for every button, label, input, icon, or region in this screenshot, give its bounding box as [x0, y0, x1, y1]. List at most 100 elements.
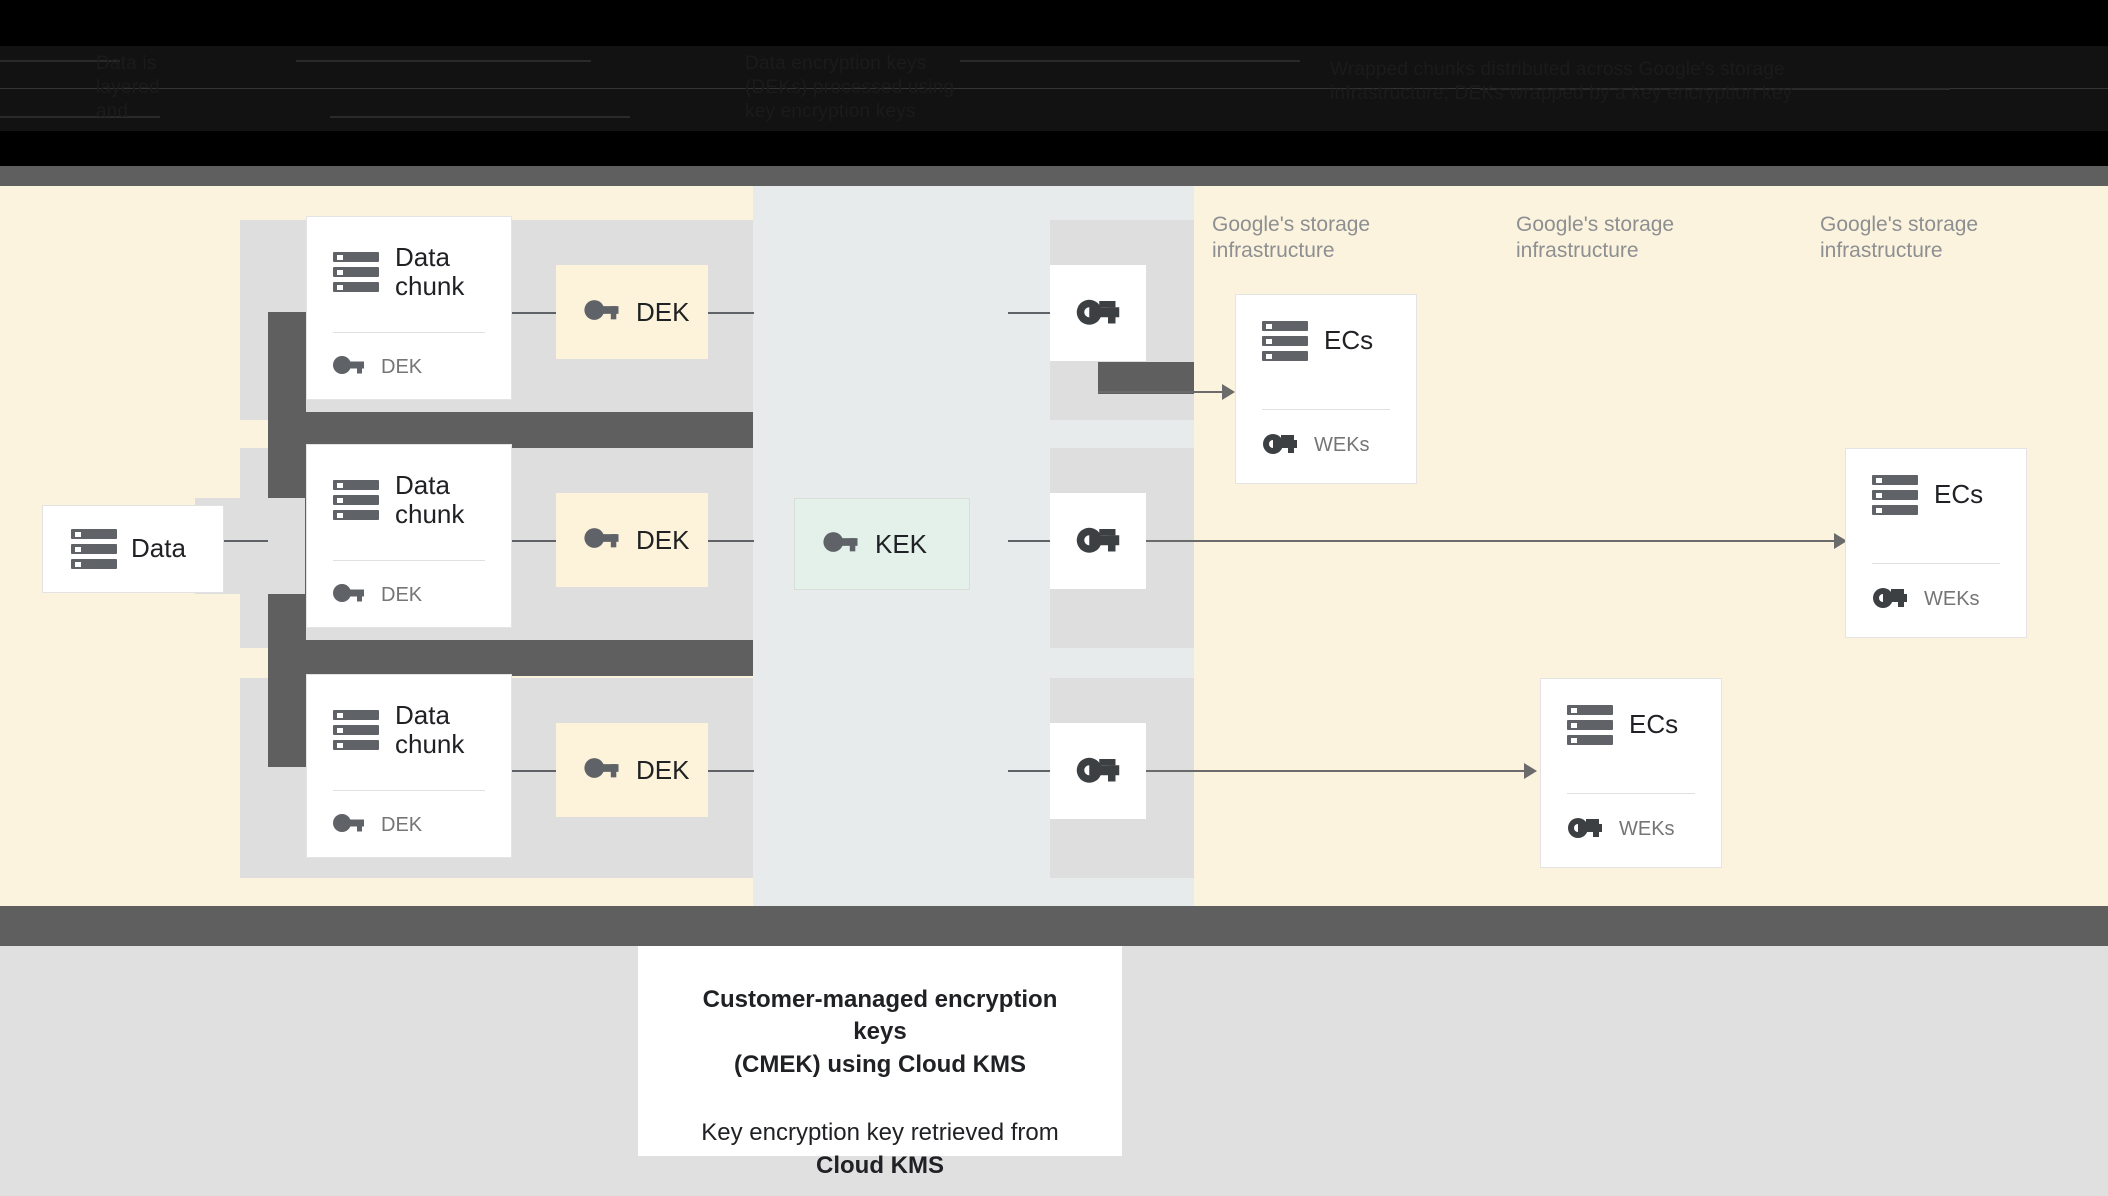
server-icon [333, 480, 379, 521]
banner-rule [1480, 88, 1950, 90]
banner-line: infrastructure; DEKs wrapped by a key en… [1330, 83, 1793, 104]
occlusion-bar [268, 412, 753, 448]
bottom-divider-bar [0, 906, 2108, 946]
card-footer: DEK [333, 583, 422, 608]
card-divider [333, 560, 485, 561]
node-data-label: Data [131, 533, 186, 564]
node-dek[interactable]: DEK [556, 265, 708, 359]
card-sub-label: DEK [381, 584, 423, 606]
card-sub-label: WEKs [1619, 818, 1675, 840]
card-title: ECs [1629, 709, 1679, 740]
connector-line [1008, 312, 1050, 314]
banner-text-stage-1: Data is layered and [96, 52, 160, 124]
server-icon [1262, 321, 1308, 361]
card-footer: WEKs [1262, 431, 1370, 460]
occlusion-bar [1098, 362, 1194, 394]
card-title: Data chunk [395, 242, 465, 302]
banner-rule [0, 116, 160, 118]
card-header: ECs [1236, 295, 1416, 361]
connector-line [512, 540, 556, 542]
node-dek-label: DEK [636, 524, 690, 555]
banner-line: Data encryption keys [745, 53, 927, 74]
node-ecs[interactable]: ECs WEKs [1845, 448, 2027, 638]
card-divider [1567, 793, 1695, 794]
label-storage-infrastructure: Google's storage infrastructure [1212, 213, 1371, 262]
card-footer: DEK [333, 813, 422, 838]
card-footer: DEK [333, 355, 422, 380]
key-icon [823, 531, 859, 558]
key-icon [1262, 431, 1298, 460]
banner-rule [960, 60, 1300, 62]
banner-line: layered [96, 77, 160, 98]
card-footer: WEKs [1567, 815, 1675, 844]
card-header: ECs [1541, 679, 1721, 745]
server-icon [71, 529, 117, 569]
node-dek[interactable]: DEK [556, 493, 708, 587]
card-divider [333, 332, 485, 333]
node-dek-label: DEK [636, 296, 690, 327]
node-wek[interactable] [1050, 493, 1146, 589]
node-dek[interactable]: DEK [556, 723, 708, 817]
server-icon [1567, 705, 1613, 745]
node-data-chunk[interactable]: Data chunk DEK [306, 444, 512, 628]
card-divider [333, 790, 485, 791]
connector-line [1008, 540, 1050, 542]
node-data-chunk[interactable]: Data chunk DEK [306, 674, 512, 858]
top-divider-bar [0, 166, 2108, 186]
label-storage-infrastructure: Google's storage infrastructure [1516, 213, 1675, 262]
connector-line [512, 312, 556, 314]
caption-card: Customer-managed encryption keys (CMEK) … [638, 946, 1122, 1179]
card-sub-label: WEKs [1314, 434, 1370, 456]
banner-line: (DEKs) processed using [745, 77, 955, 98]
connector-line [1008, 770, 1050, 772]
server-icon [333, 710, 379, 751]
key-icon [333, 583, 365, 608]
card-sub-label: DEK [381, 356, 423, 378]
card-divider [1262, 409, 1390, 410]
banner-line: Data is [96, 53, 157, 74]
caption-body-line-1: Key encryption key retrieved from [701, 1119, 1059, 1147]
card-header: Data chunk [307, 675, 511, 759]
server-icon [1872, 475, 1918, 515]
key-icon [1076, 524, 1120, 559]
node-kek-label: KEK [875, 528, 928, 559]
caption-body-emphasis: Cloud KMS [816, 1151, 944, 1179]
connector-line [708, 770, 754, 772]
key-icon [584, 527, 620, 554]
node-data-chunk[interactable]: Data chunk DEK [306, 216, 512, 400]
key-icon [1567, 815, 1603, 844]
banner-text-stage-3: Wrapped chunks distributed across Google… [1330, 58, 1792, 106]
banner-line: key encryption keys [745, 101, 916, 122]
card-header: Data chunk [307, 217, 511, 301]
card-title: ECs [1934, 479, 1984, 510]
node-kek[interactable]: KEK [794, 498, 970, 590]
label-storage-infrastructure: Google's storage infrastructure [1820, 213, 1979, 262]
key-icon [1076, 754, 1120, 789]
card-header: Data chunk [307, 445, 511, 529]
arrow-line [1098, 391, 1224, 393]
connector-line [708, 540, 754, 542]
arrow-head [1834, 533, 1847, 549]
node-ecs[interactable]: ECs WEKs [1235, 294, 1417, 484]
arrow-head [1222, 384, 1235, 400]
arrow-line [1146, 770, 1526, 772]
connector-line [512, 770, 556, 772]
connector-line [224, 540, 268, 542]
node-ecs[interactable]: ECs WEKs [1540, 678, 1722, 868]
card-sub-label: WEKs [1924, 588, 1980, 610]
key-icon [333, 355, 365, 380]
arrow-line [1146, 540, 1836, 542]
node-dek-label: DEK [636, 754, 690, 785]
card-title: Data chunk [395, 470, 465, 530]
banner-line: and [96, 101, 129, 122]
banner-rule [0, 60, 120, 62]
node-wek[interactable] [1050, 723, 1146, 819]
arrow-head [1524, 763, 1537, 779]
node-data[interactable]: Data [42, 505, 224, 593]
card-sub-label: DEK [381, 814, 423, 836]
banner-rule [330, 116, 630, 118]
card-title: ECs [1324, 325, 1374, 356]
node-wek[interactable] [1050, 265, 1146, 361]
key-icon [584, 299, 620, 326]
caption-title-line-1: Customer-managed encryption keys [702, 986, 1058, 1046]
